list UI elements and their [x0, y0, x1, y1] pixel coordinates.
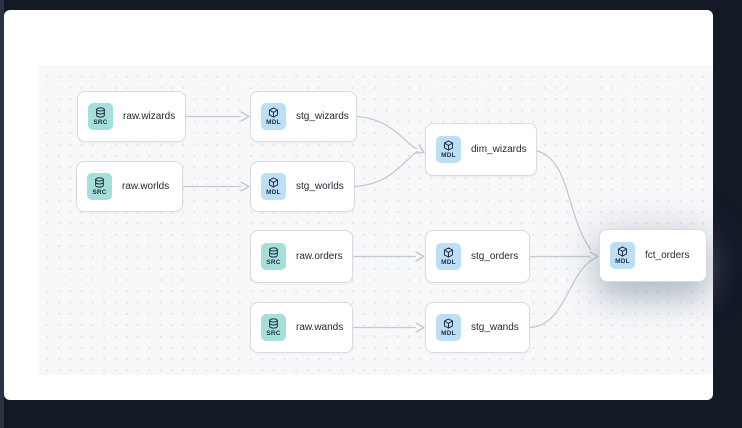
cube-icon	[443, 318, 454, 329]
cube-icon	[617, 246, 628, 257]
mdl-badge: MDL	[436, 136, 461, 163]
database-icon	[94, 177, 105, 188]
dag-node-fct_orders[interactable]: MDL fct_orders	[599, 229, 707, 282]
node-label: fct_orders	[645, 250, 690, 261]
dag-node-dim_wizards[interactable]: MDL dim_wizards	[425, 123, 537, 176]
cube-icon	[268, 177, 279, 188]
badge-label: MDL	[615, 257, 630, 265]
database-icon	[95, 107, 106, 118]
badge-label: MDL	[441, 151, 456, 159]
dag-node-stg_worlds[interactable]: MDL stg_worlds	[250, 161, 355, 212]
badge-label: MDL	[266, 188, 281, 196]
badge-label: MDL	[266, 118, 281, 126]
dag-node-raw_wizards[interactable]: SRC raw.wizards	[77, 91, 186, 142]
badge-label: MDL	[441, 329, 456, 337]
dag-node-stg_orders[interactable]: MDL stg_orders	[425, 230, 530, 283]
node-label: dim_wizards	[471, 144, 527, 155]
badge-label: SRC	[92, 188, 107, 196]
mdl-badge: MDL	[436, 314, 461, 341]
badge-label: SRC	[266, 329, 281, 337]
cube-icon	[443, 247, 454, 258]
database-icon	[268, 318, 279, 329]
badge-label: SRC	[266, 258, 281, 266]
node-label: stg_wizards	[296, 111, 349, 122]
node-label: raw.orders	[296, 251, 343, 262]
dag-node-raw_wands[interactable]: SRC raw.wands	[250, 302, 353, 353]
node-label: stg_worlds	[296, 181, 344, 192]
node-label: stg_orders	[471, 251, 519, 262]
mdl-badge: MDL	[436, 243, 461, 270]
src-badge: SRC	[88, 103, 113, 130]
dag-node-raw_orders[interactable]: SRC raw.orders	[250, 230, 353, 283]
mdl-badge: MDL	[610, 242, 635, 269]
dag-node-raw_worlds[interactable]: SRC raw.worlds	[76, 161, 183, 212]
dag-node-stg_wizards[interactable]: MDL stg_wizards	[250, 91, 357, 142]
cube-icon	[268, 107, 279, 118]
mdl-badge: MDL	[261, 103, 286, 130]
dag-node-stg_wands[interactable]: MDL stg_wands	[425, 302, 530, 353]
window-left-edge	[0, 0, 4, 428]
node-label: raw.worlds	[122, 181, 170, 192]
node-label: stg_wands	[471, 322, 519, 333]
src-badge: SRC	[261, 243, 286, 270]
database-icon	[268, 247, 279, 258]
src-badge: SRC	[261, 314, 286, 341]
mdl-badge: MDL	[261, 173, 286, 200]
node-label: raw.wands	[296, 322, 344, 333]
badge-label: MDL	[441, 258, 456, 266]
node-label: raw.wizards	[123, 111, 176, 122]
src-badge: SRC	[87, 173, 112, 200]
badge-label: SRC	[93, 118, 108, 126]
cube-icon	[443, 140, 454, 151]
